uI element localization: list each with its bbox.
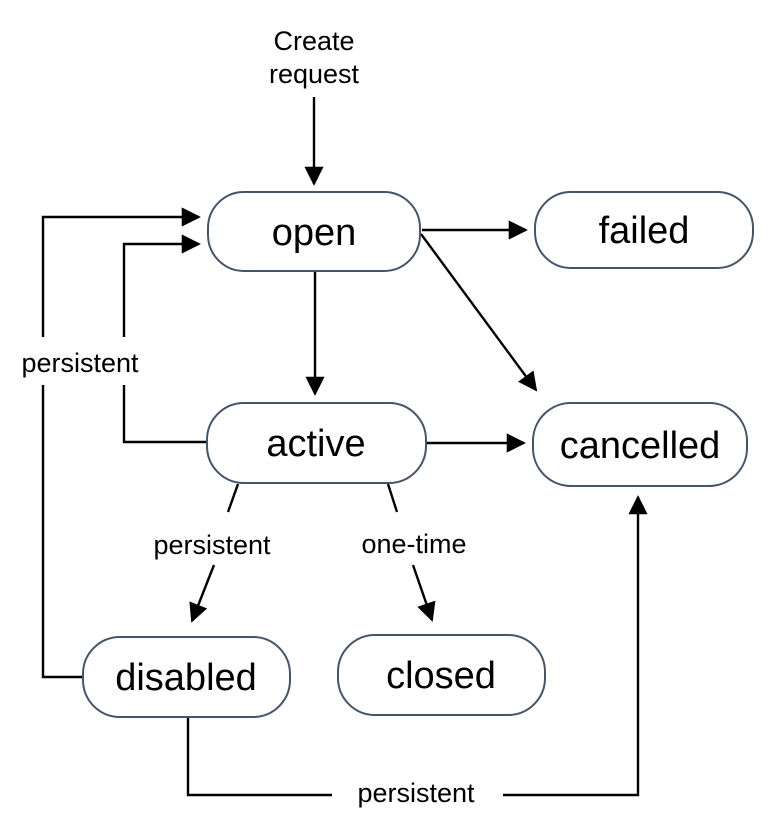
- node-disabled-shape: [82, 636, 291, 718]
- node-closed-shape: [337, 634, 546, 716]
- node-open-label: open: [272, 212, 357, 254]
- node-failed-shape: [534, 191, 754, 269]
- edge-disabled-to-open-lower: [41, 385, 83, 679]
- edges: [41, 97, 648, 797]
- label-active-closed-one-time: one-time: [361, 529, 466, 559]
- node-active-shape: [206, 402, 427, 484]
- node-failed-label: failed: [599, 210, 690, 252]
- label-create-request-line2: request: [269, 59, 360, 89]
- edge-disabled-to-cancelled-right: [503, 495, 648, 797]
- node-cancelled-label: cancelled: [560, 425, 721, 467]
- node-disabled: disabled: [82, 636, 291, 718]
- edge-active-to-closed-arrow: [411, 564, 436, 622]
- label-left-persistent: persistent: [21, 348, 139, 378]
- node-closed: closed: [337, 634, 546, 716]
- node-active-label: active: [266, 423, 365, 465]
- edge-active-to-open-lower: [122, 385, 207, 444]
- node-open: open: [207, 191, 421, 272]
- edge-disabled-to-open-upper: [41, 207, 201, 337]
- edge-labels: Create request persistent persistent one…: [21, 26, 475, 808]
- edge-active-to-open-upper: [122, 234, 201, 337]
- edge-disabled-to-cancelled-left: [186, 718, 332, 797]
- label-create-request-line1: Create: [273, 26, 354, 56]
- label-active-disabled-persistent: persistent: [153, 530, 271, 560]
- label-bottom-persistent: persistent: [357, 778, 475, 808]
- edge-open-to-cancelled: [420, 233, 538, 392]
- node-open-shape: [207, 191, 421, 272]
- edge-active-to-disabled-arrow: [189, 564, 216, 623]
- edge-active-to-disabled-stub: [226, 483, 240, 513]
- node-cancelled: cancelled: [532, 402, 748, 487]
- node-active: active: [206, 402, 427, 484]
- node-disabled-label: disabled: [115, 657, 257, 699]
- node-failed: failed: [534, 191, 754, 269]
- node-closed-label: closed: [386, 655, 496, 697]
- nodes: open failed active cancelled disabled cl…: [82, 191, 754, 718]
- node-cancelled-shape: [532, 402, 748, 487]
- edge-active-to-closed-stub: [386, 483, 399, 513]
